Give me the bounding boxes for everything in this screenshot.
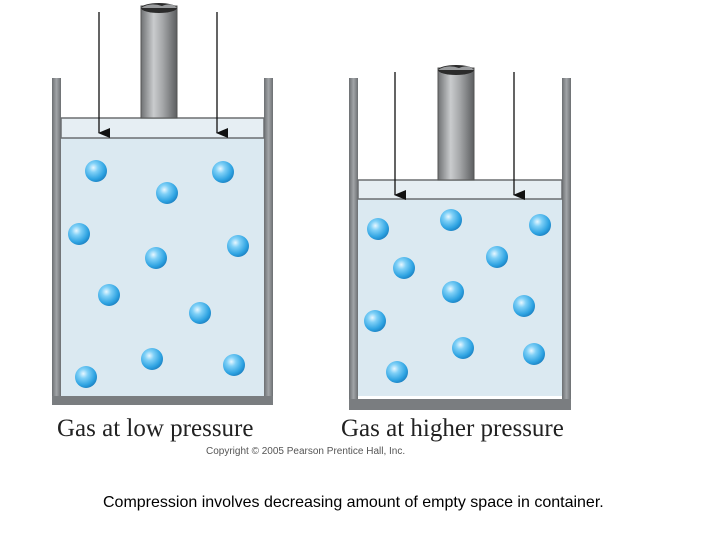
caption: Compression involves decreasing amount o… bbox=[103, 494, 604, 511]
gas-molecule bbox=[189, 302, 211, 324]
gas-molecule bbox=[393, 257, 415, 279]
container-wall-left bbox=[52, 78, 61, 404]
gas-molecule bbox=[442, 281, 464, 303]
container-wall-right bbox=[562, 78, 571, 410]
gas-molecule bbox=[145, 247, 167, 269]
label-low-pressure: Gas at low pressure bbox=[57, 415, 254, 442]
piston-rod bbox=[140, 3, 178, 119]
gas-molecule bbox=[223, 354, 245, 376]
gas-molecule bbox=[386, 361, 408, 383]
container-wall-bottom bbox=[349, 399, 571, 410]
gas-molecule bbox=[98, 284, 120, 306]
gas-molecule bbox=[75, 366, 97, 388]
gas-molecule bbox=[85, 160, 107, 182]
gas-molecule bbox=[529, 214, 551, 236]
gas-molecule bbox=[513, 295, 535, 317]
gas-molecules bbox=[68, 160, 249, 388]
gas-molecule bbox=[523, 343, 545, 365]
container-wall-bottom bbox=[52, 396, 273, 405]
gas-molecule bbox=[364, 310, 386, 332]
gas-molecule bbox=[486, 246, 508, 268]
gas-molecule bbox=[227, 235, 249, 257]
gas-molecule bbox=[141, 348, 163, 370]
gas-molecule bbox=[440, 209, 462, 231]
gas-molecules bbox=[364, 209, 551, 383]
gas-molecule bbox=[68, 223, 90, 245]
piston-rod bbox=[437, 65, 475, 181]
gas-molecule bbox=[156, 182, 178, 204]
piston-plate bbox=[60, 117, 265, 139]
gas-molecule bbox=[212, 161, 234, 183]
container-wall-right bbox=[264, 78, 273, 404]
container-wall-left bbox=[349, 78, 358, 410]
gas-molecule bbox=[452, 337, 474, 359]
container-low-pressure bbox=[52, 3, 273, 405]
container-higher-pressure bbox=[349, 65, 571, 410]
piston-plate bbox=[357, 179, 563, 200]
gas-molecule bbox=[367, 218, 389, 240]
label-higher-pressure: Gas at higher pressure bbox=[341, 415, 564, 442]
copyright-notice: Copyright © 2005 Pearson Prentice Hall, … bbox=[206, 446, 406, 457]
